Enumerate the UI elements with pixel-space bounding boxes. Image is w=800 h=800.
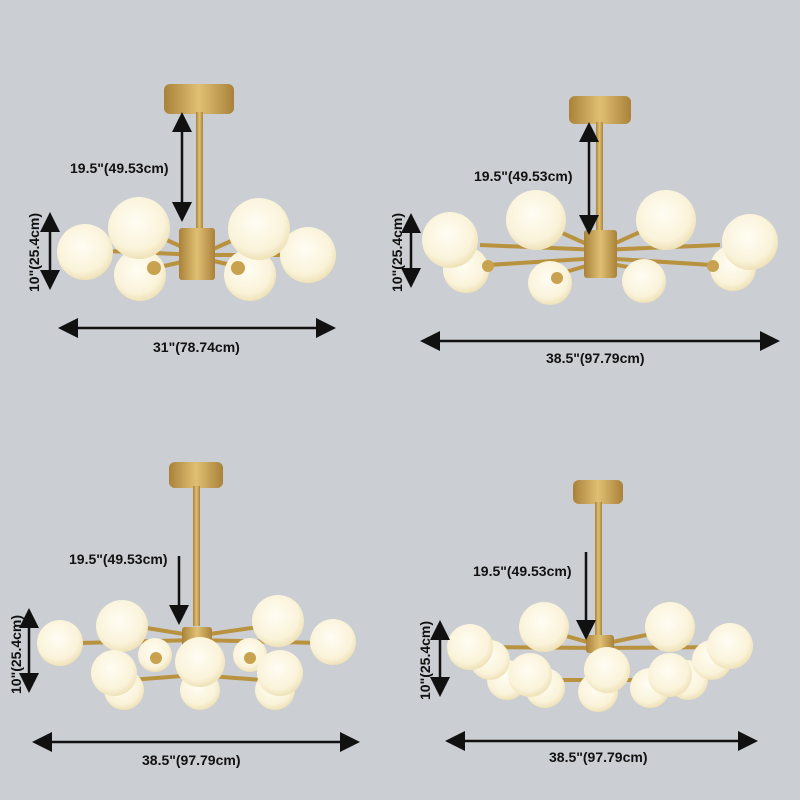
drop-label-8: 19.5"(49.53cm) [474, 168, 573, 184]
chandelier-16-light [430, 480, 758, 751]
width-label-12: 38.5"(97.79cm) [142, 752, 241, 768]
height-label-6: 10"(25.4cm) [26, 212, 42, 292]
width-label-6: 31"(78.74cm) [153, 339, 240, 355]
height-label-16: 10"(25.4cm) [417, 620, 433, 700]
height-label-12: 10"(25.4cm) [8, 614, 24, 694]
drop-label-16: 19.5"(49.53cm) [473, 563, 572, 579]
height-label-8: 10"(25.4cm) [389, 212, 405, 292]
drop-label-12: 19.5"(49.53cm) [69, 551, 168, 567]
width-label-8: 38.5"(97.79cm) [546, 350, 645, 366]
chandelier-6-light [40, 84, 336, 338]
width-label-16: 38.5"(97.79cm) [549, 749, 648, 765]
chandelier-8-light [401, 96, 780, 351]
chandelier-12-light [19, 462, 360, 752]
drop-label-6: 19.5"(49.53cm) [70, 160, 169, 176]
